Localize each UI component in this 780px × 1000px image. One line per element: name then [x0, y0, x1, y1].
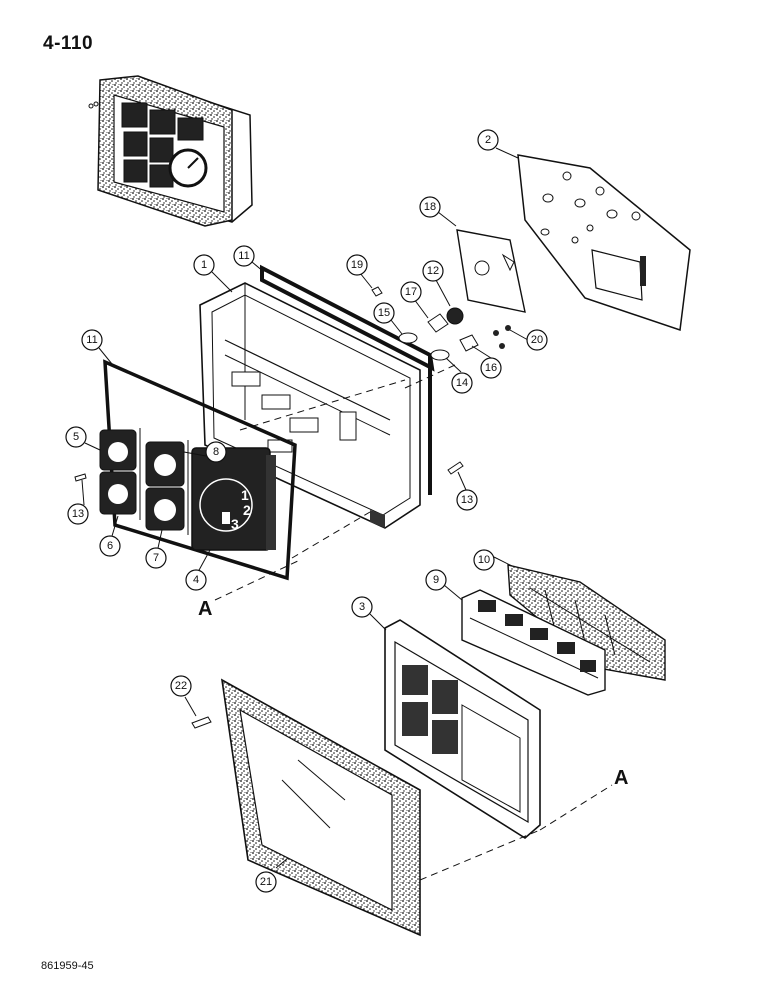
callout-8: 8 [205, 441, 227, 463]
screws-13 [74, 461, 464, 482]
figure-code: 861959-45 [41, 960, 94, 972]
callout-18: 18 [419, 196, 441, 218]
svg-text:17: 17 [405, 286, 417, 298]
callouts: 1 2 3 4 5 6 7 8 9 10 11 11 12 13 13 14 1… [65, 129, 548, 893]
callout-13-left: 13 [67, 503, 89, 525]
svg-text:5: 5 [73, 431, 79, 443]
part-9-indicator-strip [461, 589, 606, 696]
screw-22 [191, 716, 212, 729]
callout-5: 5 [65, 426, 87, 448]
alignment-lines [214, 364, 613, 881]
section-refs: A A [198, 598, 628, 789]
callout-17: 17 [400, 281, 422, 303]
part-2-rear-panel [517, 154, 691, 332]
callout-22: 22 [170, 675, 192, 697]
callout-7: 7 [145, 547, 167, 569]
callout-16: 16 [480, 357, 502, 379]
callout-13-right: 13 [456, 489, 478, 511]
svg-text:8: 8 [213, 446, 219, 458]
svg-text:21: 21 [260, 876, 272, 888]
svg-text:11: 11 [238, 250, 249, 262]
section-ref-a-right: A [614, 767, 628, 789]
callout-4: 4 [185, 569, 207, 591]
part-4-tachometer: 1 2 3 [191, 447, 276, 551]
svg-text:13: 13 [72, 508, 84, 520]
svg-text:10: 10 [478, 554, 490, 566]
svg-text:9: 9 [433, 574, 439, 586]
callout-11-left: 11 [81, 329, 103, 351]
leader-lines [81, 147, 529, 869]
assembled-instrument-cluster [88, 75, 253, 227]
callout-9: 9 [425, 569, 447, 591]
gauge-digit-2: 2 [243, 502, 251, 518]
svg-text:20: 20 [531, 334, 543, 346]
section-ref-a-left: A [198, 598, 212, 620]
part-21-lens-frame [220, 678, 421, 937]
svg-text:6: 6 [107, 540, 113, 552]
part-11-o-ring-front [103, 359, 297, 581]
callout-12: 12 [422, 260, 444, 282]
gauge-digit-3: 3 [231, 516, 239, 532]
callout-3: 3 [351, 596, 373, 618]
svg-text:4: 4 [193, 574, 199, 586]
svg-text:19: 19 [351, 259, 363, 271]
svg-text:2: 2 [485, 134, 491, 146]
svg-text:13: 13 [461, 494, 473, 506]
page-number: 4-110 [43, 33, 94, 54]
callout-10: 10 [473, 549, 495, 571]
svg-text:1: 1 [201, 259, 207, 271]
small-gauges [99, 428, 189, 535]
svg-text:22: 22 [175, 680, 187, 692]
callout-2: 2 [477, 129, 499, 151]
svg-text:18: 18 [424, 201, 436, 213]
gauge-digit-1: 1 [241, 487, 249, 503]
part-10-lens-cover [507, 564, 666, 681]
callout-14: 14 [451, 372, 473, 394]
callout-11-top: 11 [233, 245, 255, 267]
callout-20: 20 [526, 329, 548, 351]
callout-15: 15 [373, 302, 395, 324]
callout-6: 6 [99, 535, 121, 557]
part-18-gasket [456, 229, 526, 313]
small-parts [371, 286, 511, 361]
callout-19: 19 [346, 254, 368, 276]
svg-text:3: 3 [359, 601, 365, 613]
svg-text:11: 11 [86, 334, 97, 346]
svg-text:7: 7 [153, 552, 159, 564]
svg-text:12: 12 [427, 265, 439, 277]
svg-text:16: 16 [485, 362, 497, 374]
part-3-mask-frame [384, 619, 541, 839]
callout-1: 1 [193, 254, 215, 276]
svg-text:14: 14 [456, 377, 468, 389]
svg-text:15: 15 [378, 307, 390, 319]
callout-21: 21 [255, 871, 277, 893]
